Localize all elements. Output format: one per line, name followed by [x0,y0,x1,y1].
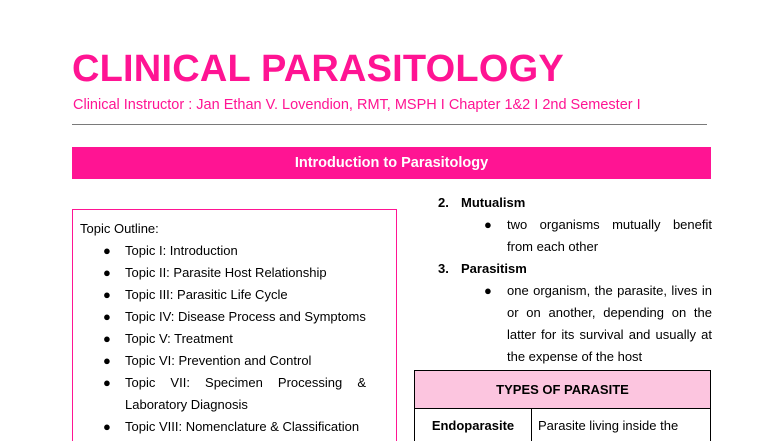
bullet-icon: ● [484,283,492,298]
section-banner-label: Introduction to Parasitology [294,155,489,171]
document-title: CLINICAL PARASITOLOGY [72,48,564,90]
mutualism-points: ●two organisms mutually benefit from eac… [416,214,712,258]
document-subtitle: Clinical Instructor : Jan Ethan V. Loven… [73,97,641,113]
bullet-icon: ● [103,331,111,346]
relationship-point: ●two organisms mutually benefit from eac… [416,214,712,258]
bullet-icon: ● [484,217,492,232]
topic-outline-item: ●Topic VIII: Nomenclature & Classificati… [80,416,396,438]
list-number: 2. [438,195,449,210]
table-cell-definition: Parasite living inside the body of the h… [531,408,711,441]
topic-outline-heading: Topic Outline: [80,221,159,236]
topic-outline-item: ●Topic II: Parasite Host Relationship [80,262,396,284]
topic-outline-item: ●Topic III: Parasitic Life Cycle [80,284,396,306]
table-cell-term: Endoparasite [414,408,532,441]
relationships-column: 2. Mutualism ●two organisms mutually ben… [416,192,712,368]
topic-outline-list: ●Topic I: Introduction ●Topic II: Parasi… [80,240,396,438]
table-row: Endoparasite Parasite living inside the … [414,408,711,441]
bullet-icon: ● [103,287,111,302]
types-of-parasite-table: TYPES OF PARASITE Endoparasite Parasite … [414,370,711,441]
relationship-term: Parasitism [461,261,527,276]
bullet-icon: ● [103,375,111,390]
section-banner: Introduction to Parasitology [72,147,711,179]
topic-outline-box: Topic Outline: ●Topic I: Introduction ●T… [72,209,397,441]
relationship-heading-parasitism: 3. Parasitism [416,258,712,280]
topic-outline-item: ●Topic VI: Prevention and Control [80,350,396,372]
list-number: 3. [438,261,449,276]
bullet-icon: ● [103,353,111,368]
topic-outline-item: ●Topic I: Introduction [80,240,396,262]
header-divider [72,124,707,125]
bullet-icon: ● [103,243,111,258]
topic-outline-item: ●Topic IV: Disease Process and Symptoms [80,306,396,328]
topic-outline-item: ●Topic V: Treatment [80,328,396,350]
table-header: TYPES OF PARASITE [414,370,711,409]
bullet-icon: ● [103,309,111,324]
relationship-point: ●one organism, the parasite, lives in or… [416,280,712,368]
parasitism-points: ●one organism, the parasite, lives in or… [416,280,712,368]
relationship-term: Mutualism [461,195,526,210]
topic-outline-item: ●Topic VII: Specimen Processing & Labora… [80,372,396,416]
relationship-heading-mutualism: 2. Mutualism [416,192,712,214]
bullet-icon: ● [103,419,111,434]
bullet-icon: ● [103,265,111,280]
